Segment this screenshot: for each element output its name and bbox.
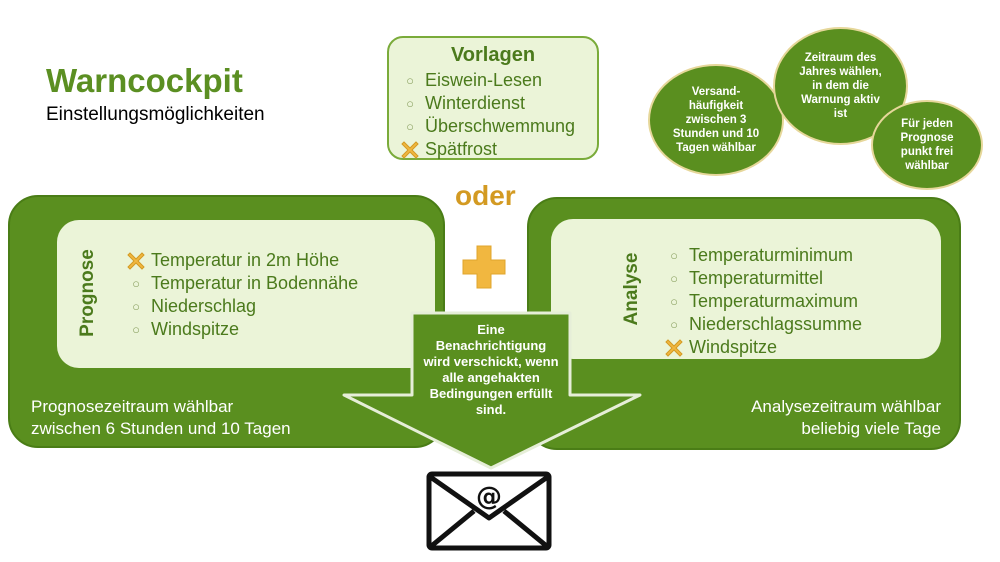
bubble-versand: Versand-häufigkeit zwischen 3 Stunden un… [648,64,784,176]
list-item-label: Windspitze [151,319,240,339]
list-item-label: Überschwemmung [425,116,576,136]
list-item-label: Temperaturminimum [689,245,854,265]
list-item: ○ Niederschlagssumme [663,313,862,336]
circle-bullet-icon: ○ [670,248,678,263]
list-item-label: Windspitze [689,337,778,357]
vorlagen-list: ○ Eiswein-Lesen ○ Winterdienst ○ Überschwemmu… [399,69,575,161]
circle-bullet-icon: ○ [132,276,140,291]
list-item: Windspitze [663,336,862,359]
bubble-zeitraum-text: Zeitraum des Jahres wählen, in dem die W… [799,52,882,120]
list-item-label: Temperatur in Bodennähe [151,273,359,293]
cross-mark-icon [399,138,421,161]
list-item: ○ Eiswein-Lesen [399,69,575,92]
bubble-zeitraum: Zeitraum des Jahres wählen, in dem die W… [773,27,908,145]
vorlagen-title: Vorlagen [450,44,536,66]
analyse-inner: Analyse ○Temperaturminimum○Temperaturmit… [551,219,941,359]
circle-bullet-icon: ○ [406,73,414,88]
list-item-label: Temperaturmaximum [689,291,859,311]
list-item: ○ Überschwemmung [399,115,575,138]
list-item-label: Niederschlagssumme [689,314,863,334]
prognose-label: Prognose [77,249,98,337]
circle-bullet-icon: ○ [132,322,140,337]
prognose-list: Temperatur in 2m Höhe ○ Temperatur in Bode… [125,249,358,341]
notification-text: Eine Benachrichtigung wird verschickt, w… [423,322,559,417]
oder-label: oder [455,180,516,211]
email-envelope-icon: @ [426,471,552,551]
list-item: Spätfrost [399,138,575,161]
bubble-prognosepunkt: Für jeden Prognose punkt frei wählbar [871,100,983,190]
cross-mark-icon [663,336,685,359]
list-item: ○ Temperaturminimum [663,244,862,267]
list-item: ○ Temperaturmaximum [663,290,862,313]
down-arrow-shape [342,311,642,470]
list-item: ○ Temperatur in Bodennähe [125,272,358,295]
list-item: ○ Temperaturmittel [663,267,862,290]
analyse-footer-line2: beliebig viele Tage [801,419,941,438]
circle-bullet-icon: ○ [132,299,140,314]
prognose-inner: Prognose Temperatur in 2m Höhe○Temperatu… [57,220,435,368]
page-subtitle: Einstellungsmöglichkeiten [46,104,265,125]
cross-mark-icon [125,249,147,272]
analyse-list: ○ Temperaturminimum ○ Temperaturmittel ○ Temp… [663,244,862,359]
list-item-label: Spätfrost [425,139,498,159]
circle-bullet-icon: ○ [406,119,414,134]
list-item-label: Niederschlag [151,296,257,316]
circle-bullet-icon: ○ [406,96,414,111]
analyse-footer-line1: Analysezeitraum wählbar [751,397,941,416]
circle-bullet-icon: ○ [670,294,678,309]
page-title: Warncockpit [46,62,243,99]
circle-bullet-icon: ○ [670,271,678,286]
prognose-footer-line1: Prognosezeitraum wählbar [31,397,234,416]
bubble-versand-text: Versand-häufigkeit zwischen 3 Stunden un… [672,86,760,154]
list-item-label: Temperaturmittel [689,268,824,288]
prognose-footer-line2: zwischen 6 Stunden und 10 Tagen [31,419,291,438]
analyse-footer: Analysezeitraum wählbar beliebig viele T… [529,396,941,440]
plus-icon [462,245,506,289]
list-item-label: Temperatur in 2m Höhe [151,250,340,270]
list-item: ○ Winterdienst [399,92,575,115]
list-item-label: Winterdienst [425,93,526,113]
list-item: ○ Niederschlag [125,295,358,318]
circle-bullet-icon: ○ [670,317,678,332]
prognose-footer: Prognosezeitraum wählbar zwischen 6 Stun… [31,396,291,440]
list-item-label: Eiswein-Lesen [425,70,543,90]
svg-text:@: @ [476,482,502,512]
list-item: ○ Windspitze [125,318,358,341]
bubble-prognosepunkt-text: Für jeden Prognose punkt frei wählbar [900,118,954,172]
list-item: Temperatur in 2m Höhe [125,249,358,272]
vorlagen-box: Vorlagen ○ Eiswein-Lesen ○ Winterdienst ○ Übe… [387,36,599,160]
